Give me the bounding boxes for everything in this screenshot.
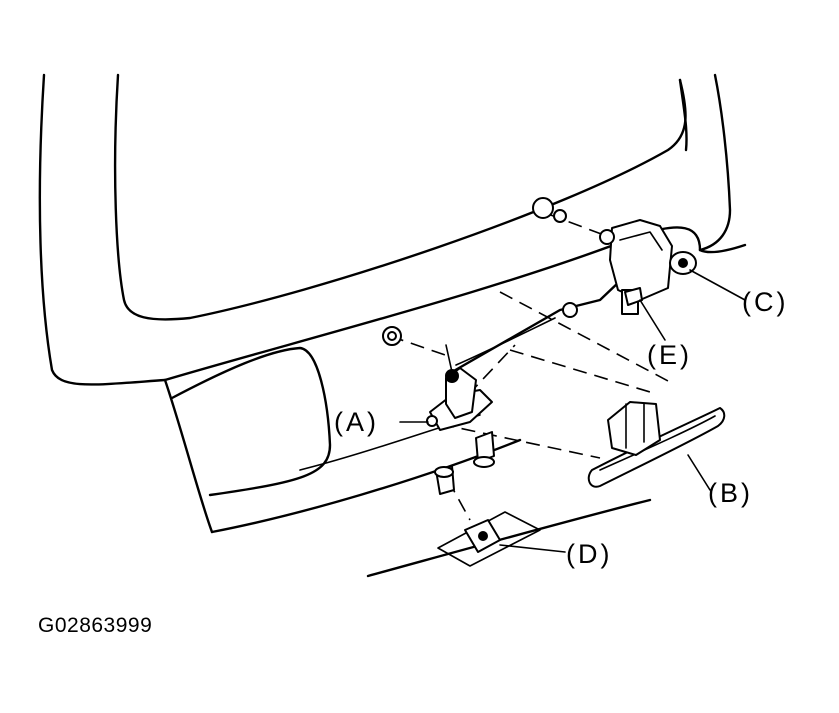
part-a-latch-bracket — [382, 326, 493, 431]
figure-code: G02863999 — [38, 614, 152, 637]
part-d-striker — [437, 511, 541, 567]
callout-label-a: (A) — [334, 407, 379, 437]
callout-label-b: (B) — [708, 478, 753, 508]
rear-gate-body — [38, 73, 747, 578]
callout-leaders — [399, 269, 746, 553]
callout-label-c: (C) — [742, 287, 788, 317]
callout-label-d: (D) — [566, 539, 612, 569]
latch-rod — [445, 260, 642, 374]
mounting-bolts — [434, 431, 495, 495]
part-c-actuator — [532, 197, 697, 315]
callout-label-e: (E) — [647, 340, 692, 370]
part-e-rod-clip — [562, 287, 643, 318]
part-b-handle — [587, 401, 726, 488]
